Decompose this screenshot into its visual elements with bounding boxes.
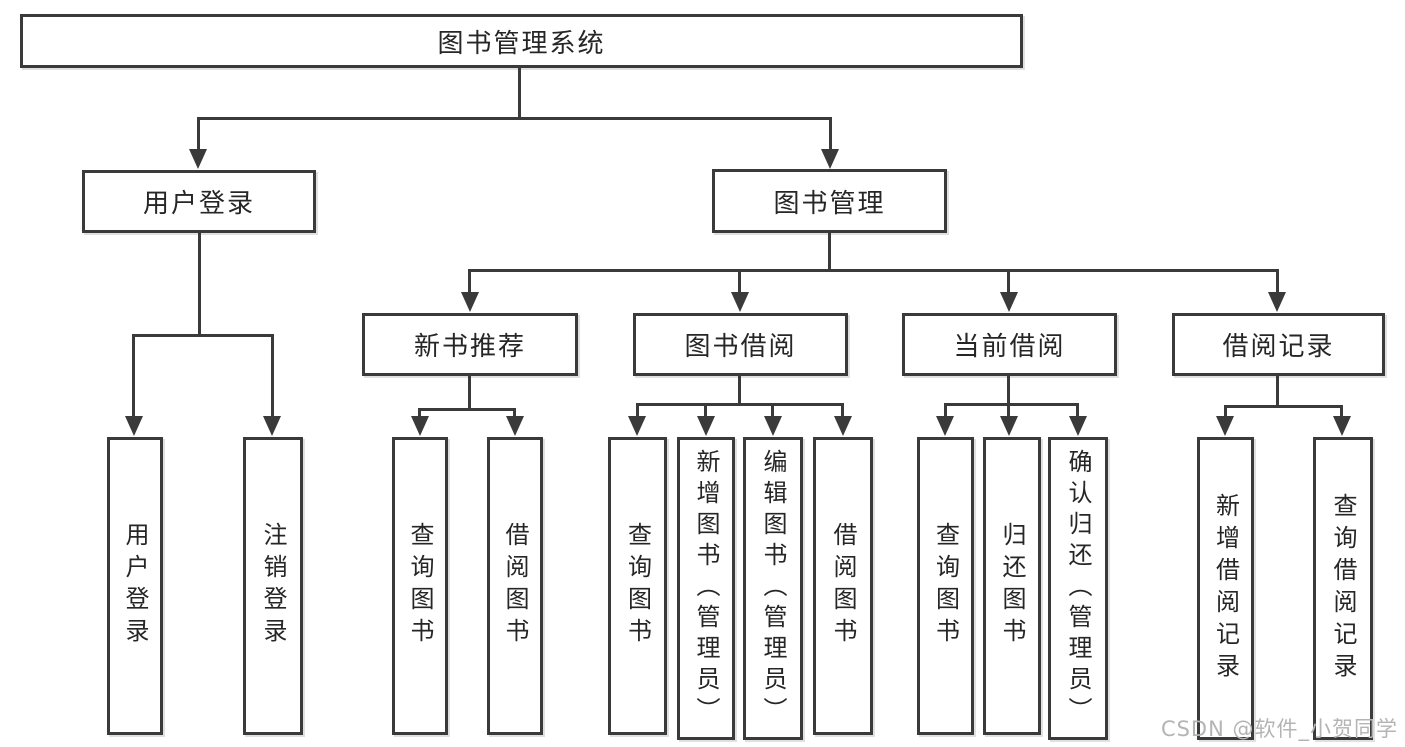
arrow-down-icon	[764, 416, 782, 436]
node-root-library-system: 图书管理系统	[20, 14, 1023, 68]
leaf-query-books-borrowing: 查询图书	[608, 437, 667, 735]
arrow-down-icon	[411, 416, 429, 436]
node-user-login: 用户登录	[82, 170, 316, 233]
connector-line	[1276, 376, 1279, 407]
node-label: 查询图书	[406, 522, 434, 650]
node-label: 借阅记录	[1222, 332, 1335, 362]
connector-line	[518, 68, 521, 118]
arrow-down-icon	[821, 149, 839, 169]
node-label: 查询图书	[931, 522, 960, 650]
connector-line	[1276, 269, 1279, 293]
arrow-down-icon	[1333, 416, 1351, 436]
arrow-down-icon	[697, 416, 715, 436]
connector-line	[198, 233, 201, 336]
leaf-add-book-admin: 新增图书（管理员）	[677, 437, 735, 740]
connector-line	[418, 408, 421, 418]
connector-line	[636, 403, 639, 417]
leaf-logout: 注销登录	[243, 437, 303, 735]
arrow-down-icon	[628, 416, 646, 436]
connector-line	[636, 403, 844, 406]
node-label: 图书管理	[773, 188, 886, 219]
node-label: 编辑图书（管理员）	[759, 449, 787, 728]
node-new-book-recommend: 新书推荐	[362, 313, 578, 376]
leaf-add-borrow-record: 新增借阅记录	[1197, 437, 1254, 740]
node-label: 注销登录	[259, 522, 287, 650]
watermark-text: CSDN @软件_小贺同学	[1160, 717, 1398, 741]
connector-line	[1340, 405, 1343, 417]
leaf-edit-book-admin: 编辑图书（管理员）	[743, 437, 803, 740]
connector-line	[1007, 403, 1010, 417]
node-label: 当前借阅	[953, 332, 1066, 362]
arrow-down-icon	[936, 416, 954, 436]
arrow-down-icon	[1216, 416, 1234, 436]
arrow-down-icon	[506, 416, 524, 436]
connector-line	[418, 408, 516, 411]
arrow-down-icon	[834, 416, 852, 436]
connector-line	[468, 269, 1279, 272]
leaf-confirm-return-admin: 确认归还（管理员）	[1048, 437, 1108, 740]
arrow-down-icon	[731, 292, 749, 312]
leaf-query-borrow-record: 查询借阅记录	[1313, 437, 1373, 740]
connector-line	[738, 376, 741, 405]
arrow-down-icon	[125, 416, 143, 436]
node-label: 图书管理系统	[437, 28, 606, 59]
connector-line	[738, 269, 741, 293]
node-book-borrowing: 图书借阅	[633, 313, 848, 376]
connector-line	[944, 403, 947, 417]
leaf-query-books-recommend: 查询图书	[392, 437, 448, 735]
connector-line	[1007, 376, 1010, 405]
node-label: 用户登录	[142, 189, 255, 219]
node-book-management: 图书管理	[712, 169, 947, 233]
connector-line	[841, 403, 844, 417]
connector-line	[468, 269, 471, 293]
node-label: 确认归还（管理员）	[1064, 449, 1092, 728]
connector-line	[829, 117, 832, 150]
node-current-borrowing: 当前借阅	[902, 313, 1117, 376]
connector-line	[704, 403, 707, 417]
node-label: 查询图书	[623, 522, 652, 650]
connector-line	[771, 403, 774, 417]
connector-line	[197, 117, 200, 150]
node-label: 用户登录	[121, 522, 149, 650]
node-label: 新书推荐	[413, 332, 526, 362]
node-label: 借阅图书	[501, 522, 529, 650]
node-label: 借阅图书	[829, 522, 857, 650]
node-label: 归还图书	[998, 522, 1026, 650]
connector-line	[828, 233, 831, 271]
connector-line	[271, 334, 274, 417]
leaf-user-login: 用户登录	[107, 437, 163, 735]
arrow-down-icon	[461, 292, 479, 312]
arrow-down-icon	[189, 149, 207, 169]
connector-line	[468, 376, 471, 410]
connector-line	[513, 408, 516, 418]
node-label: 图书借阅	[684, 332, 797, 362]
arrow-down-icon	[1000, 292, 1018, 312]
arrow-down-icon	[1268, 292, 1286, 312]
node-label: 新增图书（管理员）	[692, 449, 720, 728]
leaf-borrow-books-borrowing: 借阅图书	[813, 437, 873, 735]
arrow-down-icon	[1069, 416, 1087, 436]
arrow-down-icon	[263, 416, 281, 436]
connector-line	[1007, 269, 1010, 293]
leaf-query-books-current: 查询图书	[917, 437, 974, 735]
connector-line	[1224, 405, 1343, 408]
connector-line	[132, 334, 135, 417]
connector-line	[944, 403, 1079, 406]
node-label: 新增借阅记录	[1211, 492, 1240, 685]
node-label: 查询借阅记录	[1329, 492, 1357, 685]
connector-line	[1224, 405, 1227, 417]
leaf-return-book: 归还图书	[983, 437, 1041, 735]
leaf-borrow-books-recommend: 借阅图书	[487, 437, 543, 735]
arrow-down-icon	[1000, 416, 1018, 436]
connector-line	[132, 334, 273, 337]
node-borrowing-records: 借阅记录	[1172, 313, 1385, 376]
connector-line	[197, 117, 832, 120]
connector-line	[1076, 403, 1079, 417]
